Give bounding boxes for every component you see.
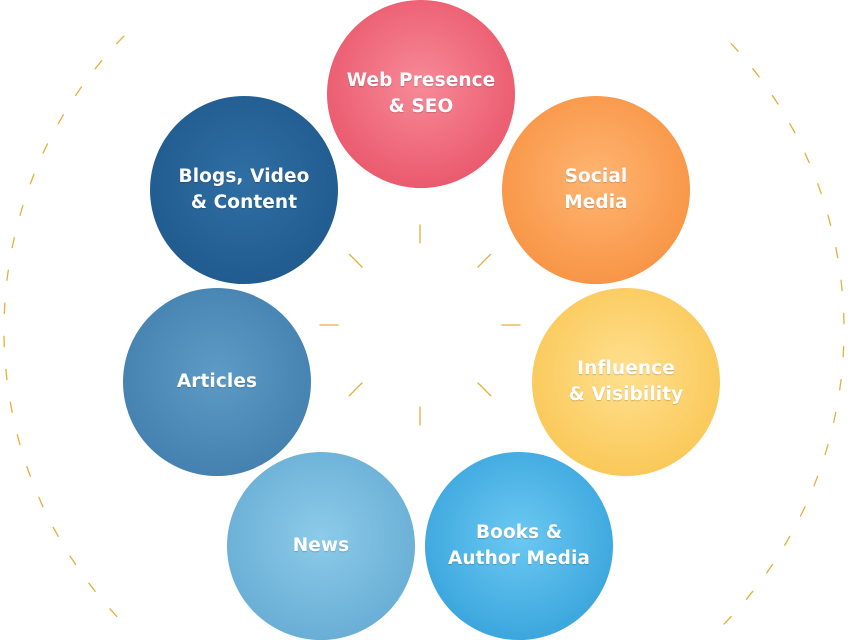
node-label-web-presence-seo: Web Presence & SEO <box>347 68 496 120</box>
right-arc-dash <box>833 411 837 424</box>
right-arc-dash <box>765 563 774 574</box>
left-arc-dash <box>116 35 125 45</box>
right-arc-dash <box>723 615 732 625</box>
right-arc-dash <box>839 379 842 391</box>
center-tick <box>477 253 492 268</box>
right-arc-dash <box>824 444 829 456</box>
left-arc-dash <box>29 173 35 185</box>
node-influ-line-2: & Visibility <box>568 384 684 405</box>
node-web-line-2: & SEO <box>388 96 454 117</box>
center-tick <box>348 382 363 397</box>
node-label-social-media: Social Media <box>564 164 628 216</box>
node-blogs-line-2: & Content <box>190 192 298 213</box>
node-influence-visibility: Influence & Visibility <box>532 288 720 476</box>
left-arc-dash <box>52 526 59 537</box>
node-social-media: Social Media <box>502 96 690 284</box>
left-arc-dash <box>109 608 118 618</box>
right-arc-dash <box>817 183 822 195</box>
left-arc-dash <box>57 114 64 125</box>
right-arc-dash <box>840 279 843 292</box>
node-label-books-author-media: Books & Author Media <box>448 520 590 572</box>
left-arc-dash <box>9 401 13 414</box>
node-books-author-media: Books & Author Media <box>425 452 613 640</box>
left-arc-dash <box>3 302 6 315</box>
right-arc-dash <box>789 123 796 134</box>
right-arc-dash <box>784 535 791 546</box>
left-arc-dash <box>19 204 24 216</box>
right-arc-dash <box>730 42 739 52</box>
left-arc-dash <box>38 496 44 508</box>
right-arc-dash <box>813 475 819 487</box>
left-arc-dash <box>6 269 9 281</box>
node-social-line-1: Social <box>564 166 628 187</box>
node-label-blogs-video-content: Blogs, Video & Content <box>179 164 310 216</box>
right-arc-dash <box>804 152 810 164</box>
right-arc-dash <box>745 590 754 600</box>
left-arc-dash <box>88 582 96 592</box>
left-arc-dash <box>5 368 8 381</box>
node-web-presence-seo: Web Presence & SEO <box>327 0 515 188</box>
node-news-line-1: News <box>292 535 350 556</box>
right-arc-dash <box>835 246 839 259</box>
node-blogs-video-content: Blogs, Video & Content <box>150 96 338 284</box>
node-influ-line-1: Influence <box>577 358 675 379</box>
node-articles: Articles <box>123 288 311 476</box>
node-news: News <box>227 452 415 640</box>
node-label-articles: Articles <box>177 369 257 395</box>
node-arts-line-1: Articles <box>176 371 258 392</box>
right-arc-dash <box>771 94 779 105</box>
node-social-line-2: Media <box>564 192 628 213</box>
node-label-influence-visibility: Influence & Visibility <box>569 356 684 408</box>
right-arc-dash <box>827 214 832 226</box>
right-arc-dash <box>799 506 806 517</box>
left-arc-dash <box>74 86 83 97</box>
node-books-line-1: Books & <box>475 522 563 543</box>
center-tick <box>348 253 363 268</box>
left-arc-dash <box>11 236 15 249</box>
left-arc-dash <box>16 434 21 446</box>
node-books-line-2: Author Media <box>447 548 590 569</box>
node-web-line-1: Web Presence <box>346 70 496 91</box>
right-arc-dash <box>752 68 760 78</box>
left-arc-dash <box>42 143 49 154</box>
left-arc-dash <box>94 60 103 70</box>
right-arc-dash <box>842 345 845 358</box>
node-blogs-line-1: Blogs, Video <box>178 166 310 187</box>
left-arc-dash <box>26 465 31 477</box>
node-label-news: News <box>293 533 350 559</box>
center-tick <box>477 382 492 397</box>
left-arc-dash <box>69 555 77 566</box>
